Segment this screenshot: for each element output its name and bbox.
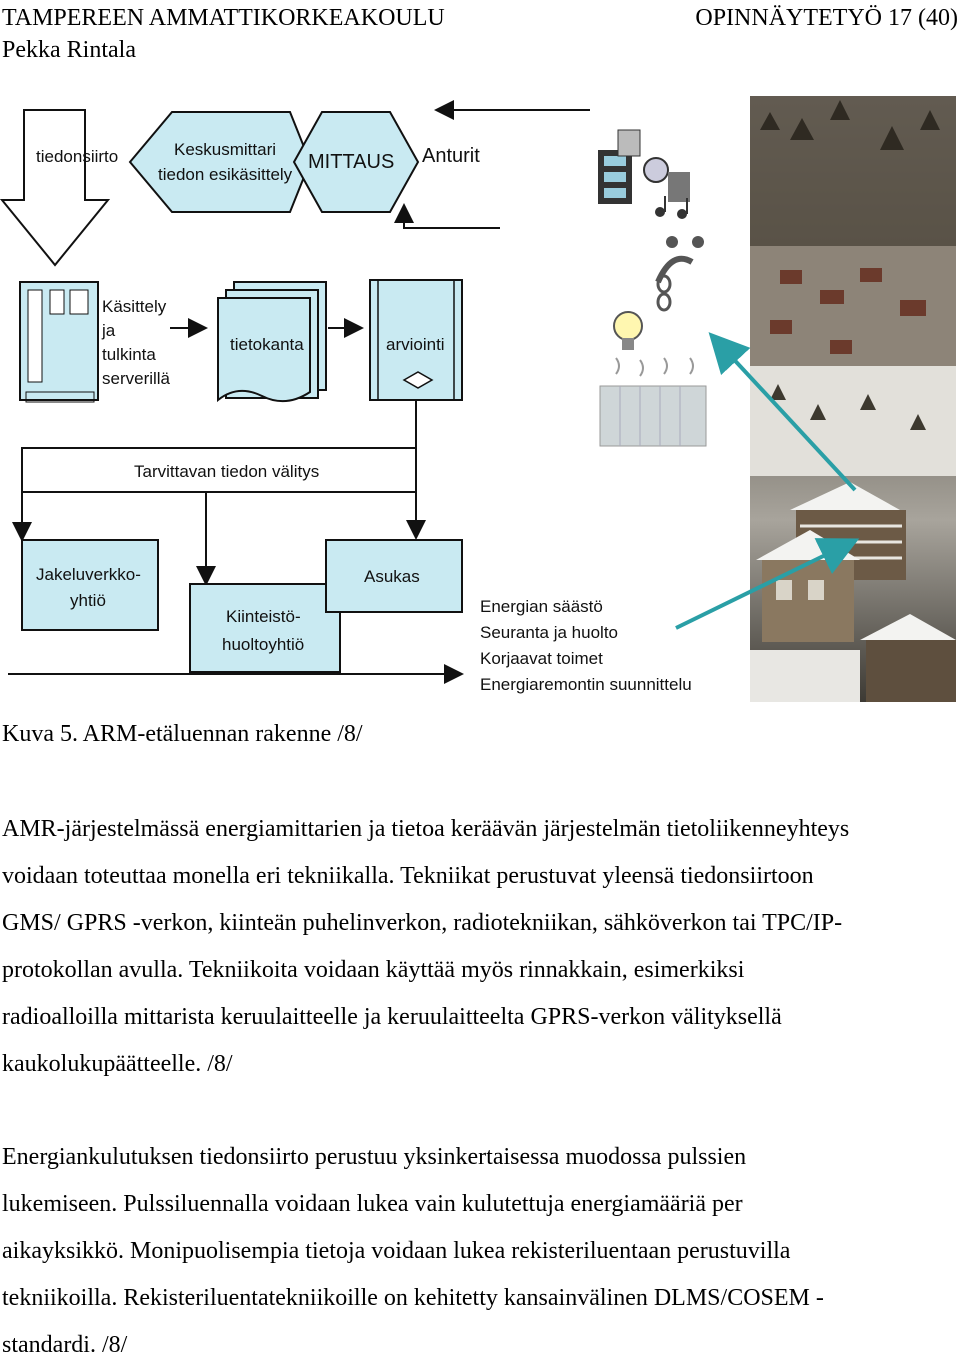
village-photo	[750, 96, 956, 702]
benefit-item-3: Korjaavat toimet	[480, 649, 603, 668]
benefit-item-4: Energiaremontin suunnittelu	[480, 675, 692, 694]
sensor-arrow-2	[394, 203, 500, 229]
lightbulb-icon	[613, 311, 643, 350]
paragraph-1-line: GMS/ GPRS -verkon, kiinteän puhelinverko…	[2, 910, 843, 936]
kasittely-server: Käsittely ja tulkinta serverillä	[19, 281, 171, 403]
valitys-label: Tarvittavan tiedon välitys	[134, 462, 319, 481]
mittaus-label: MITTAUS	[308, 151, 394, 173]
arm-diagram: tiedonsiirto Keskusmittari tiedon esikäs…	[0, 90, 960, 710]
paragraph-1-line: AMR-järjestelmässä energiamittarien ja t…	[2, 816, 850, 842]
paragraph-2-line: lukemiseen. Pulssiluennalla voidaan luke…	[2, 1191, 743, 1217]
kasittely-label-3: tulkinta	[102, 345, 156, 364]
kasittely-label-1: Käsittely	[102, 297, 167, 316]
tietokanta-label: tietokanta	[230, 335, 304, 354]
jakelu-label-1: Jakeluverkko-	[36, 565, 141, 584]
header-doc-type-page: OPINNÄYTETYÖ 17 (40)	[695, 5, 958, 31]
keskusmittari-hexagon: Keskusmittari tiedon esikäsittely	[128, 111, 312, 213]
benefit-item-2: Seuranta ja huolto	[480, 623, 618, 642]
kiinteisto-box: Kiinteistö- huoltoyhtiö	[189, 583, 341, 673]
paragraph-2-line: aikayksikkö. Monipuolisempia tietoja voi…	[2, 1238, 791, 1264]
kiinteisto-label-1: Kiinteistö-	[226, 607, 301, 626]
paragraph-1: AMR-järjestelmässä energiamittarien ja t…	[2, 806, 960, 1088]
arviointi-label: arviointi	[386, 335, 445, 354]
keskusmittari-label-1: Keskusmittari	[174, 140, 276, 159]
tietokanta-docs: tietokanta	[217, 281, 327, 403]
paragraph-1-line: protokollan avulla. Tekniikoita voidaan …	[2, 957, 745, 983]
kasittely-label-2: ja	[101, 321, 116, 340]
jakeluverkko-box: Jakeluverkko- yhtiö	[21, 539, 159, 631]
paragraph-1-line: kaukolukupäätteelle. /8/	[2, 1051, 233, 1077]
kiinteisto-label-2: huoltoyhtiö	[222, 635, 304, 654]
asukas-box: Asukas	[325, 539, 463, 613]
paragraph-1-line: radioalloilla mittarista keruulaitteelle…	[2, 1004, 782, 1030]
paragraph-1-line: voidaan toteuttaa monella eri tekniikall…	[2, 863, 814, 889]
paragraph-2-line: standardi. /8/	[2, 1332, 128, 1358]
keskusmittari-label-2: tiedon esikäsittely	[158, 165, 293, 184]
paragraph-2-line: Energiankulutuksen tiedonsiirto perustuu…	[2, 1144, 747, 1170]
header-author: Pekka Rintala	[2, 37, 136, 63]
paragraph-2: Energiankulutuksen tiedonsiirto perustuu…	[2, 1134, 960, 1369]
heart-rate-icon	[655, 236, 704, 312]
asukas-label: Asukas	[364, 567, 420, 586]
benefits-list: Energian säästö Seuranta ja huolto Korja…	[480, 597, 692, 694]
mittaus-hexagon: MITTAUS	[292, 111, 420, 213]
kasittely-label-4: serverillä	[102, 369, 171, 388]
tiedonsiirto-arrow: tiedonsiirto	[0, 109, 118, 267]
paragraph-2-line: tekniikoilla. Rekisteriluentatekniikoill…	[2, 1285, 824, 1311]
header-institution: TAMPEREEN AMMATTIKORKEAKOULU	[2, 5, 445, 31]
anturit-label: Anturit	[422, 145, 480, 167]
jakelu-label-2: yhtiö	[70, 591, 106, 610]
teal-arrow-up	[708, 332, 857, 492]
media-icon	[598, 129, 690, 219]
teal-arrow-right	[675, 538, 860, 630]
figure-caption: Kuva 5. ARM-etäluennan rakenne /8/	[2, 721, 363, 747]
valitys-box: Tarvittavan tiedon välitys	[21, 447, 417, 493]
heater-icon	[599, 357, 707, 447]
arviointi-box: arviointi	[369, 279, 463, 401]
benefit-item-1: Energian säästö	[480, 597, 603, 616]
tiedonsiirto-label: tiedonsiirto	[36, 147, 118, 166]
